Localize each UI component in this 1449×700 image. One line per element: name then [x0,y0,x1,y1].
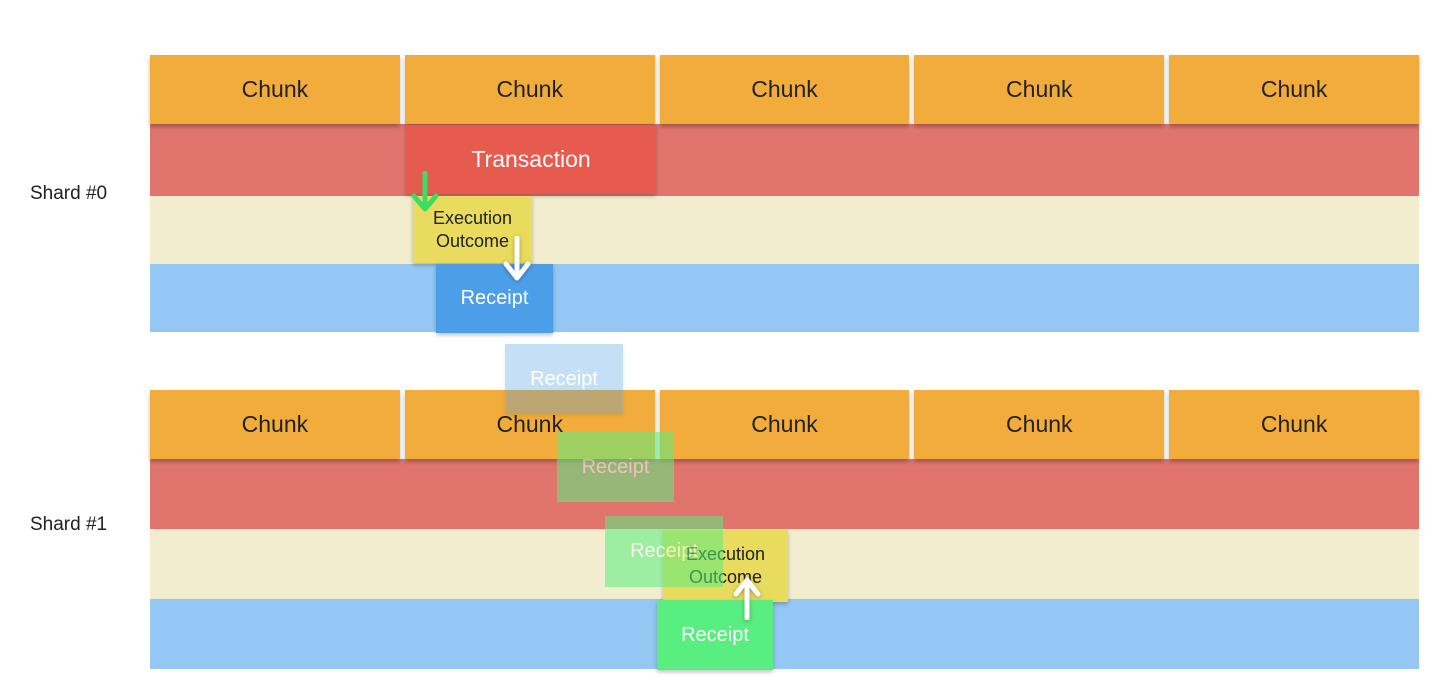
receipt-label: Receipt [460,287,529,309]
shard-1-label: Shard #1 [30,514,108,535]
execution-outcome-line1: Execution [432,207,513,228]
shard-0-execution-band [150,196,1419,264]
chunk-label: Chunk [1006,411,1073,437]
receipt-ghost-blue: Receipt [505,344,623,414]
chunk-label: Chunk [751,411,818,437]
chunk: Chunk [150,390,400,459]
execution-outcome-box-shard0: Execution Outcome [413,196,532,263]
chunk: Chunk [659,55,910,124]
chunk: Chunk [914,390,1165,459]
receipt-ghost-green-2: Receipt [605,516,723,587]
receipt-box-shard1: Receipt [657,600,773,670]
shard-1-transactions-band [150,459,1419,529]
shard-0-label: Shard #0 [30,183,108,204]
chunk-label: Chunk [496,76,563,102]
transaction-box: Transaction [406,125,656,194]
execution-outcome-line2: Outcome [435,230,510,251]
transaction-label: Transaction [471,146,591,172]
chunk: Chunk [659,390,910,459]
shard-1-chunk-row: Chunk Chunk Chunk Chunk Chunk [150,390,1419,459]
chunk-label: Chunk [1006,76,1073,102]
chunk-label: Chunk [241,411,309,437]
chunk-label: Chunk [751,76,818,102]
chunk-label: Chunk [1260,411,1328,437]
chunk: Chunk [1169,390,1419,459]
shard-0-chunk-row: Chunk Chunk Chunk Chunk Chunk [150,55,1419,124]
shard-1-receipts-band [150,599,1419,669]
chunk-label: Chunk [241,76,309,102]
chunk-label: Chunk [496,411,563,437]
chunk: Chunk [914,55,1165,124]
chunk: Chunk [1169,55,1419,124]
shard-0-receipts-band [150,264,1419,332]
chunk-label: Chunk [1260,76,1328,102]
receipt-label: Receipt [681,623,749,646]
shard-0-transactions-band [150,124,1419,196]
receipt-box-shard0: Receipt [436,264,553,333]
chunk: Chunk [150,55,400,124]
receipt-label: Receipt [581,455,650,478]
receipt-label: Receipt [530,367,598,390]
chunk: Chunk [404,55,655,124]
receipt-label: Receipt [630,540,698,562]
receipt-ghost-green-1: Receipt [557,432,674,502]
